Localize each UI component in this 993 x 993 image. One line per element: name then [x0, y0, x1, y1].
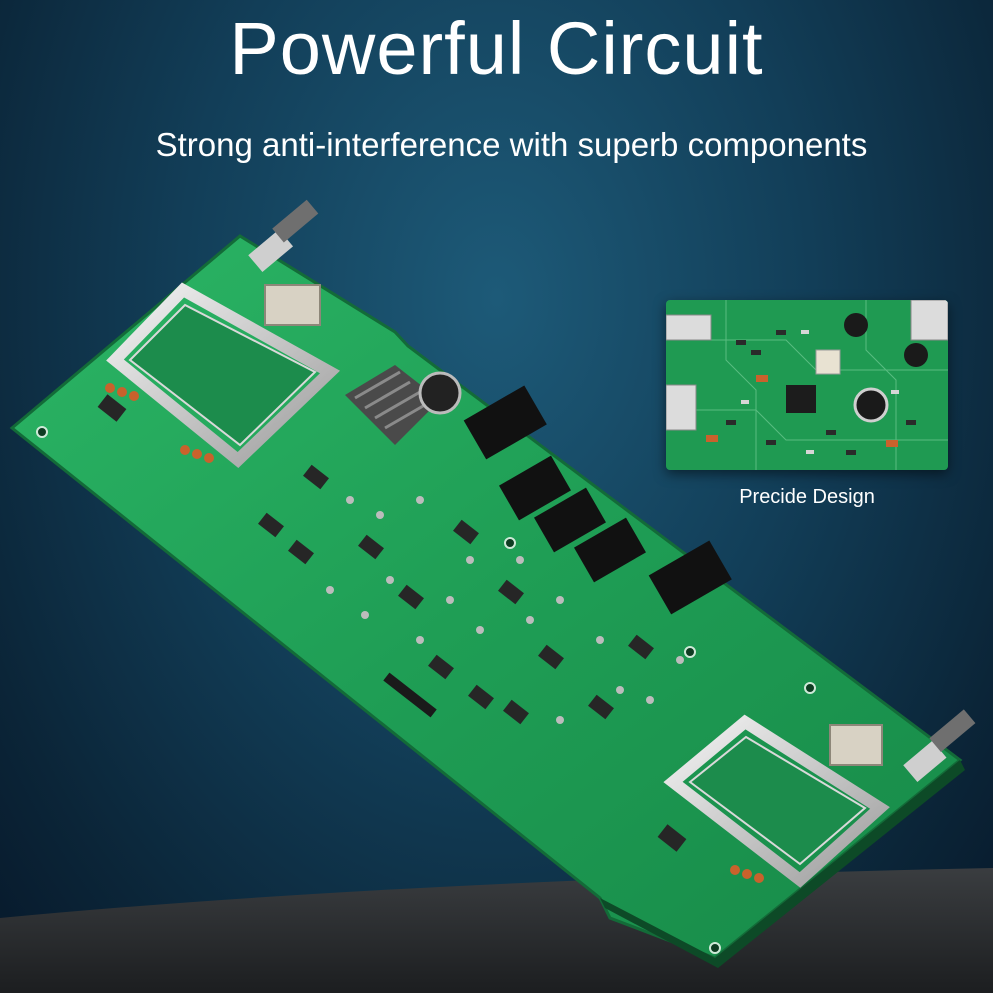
- rf-shield-right: [663, 714, 890, 888]
- antenna-connector-left: [248, 199, 319, 273]
- component-closeup-photo: [666, 300, 948, 470]
- electrolytic-capacitor: [418, 371, 462, 415]
- rf-shield-left: [106, 282, 341, 468]
- heatsink: [345, 365, 440, 445]
- antenna-connector-right: [903, 709, 976, 783]
- inset-caption: Precide Design: [739, 486, 875, 508]
- headline: Powerful Circuit: [229, 7, 764, 90]
- subheadline: Strong anti-interference with superb com…: [155, 126, 868, 163]
